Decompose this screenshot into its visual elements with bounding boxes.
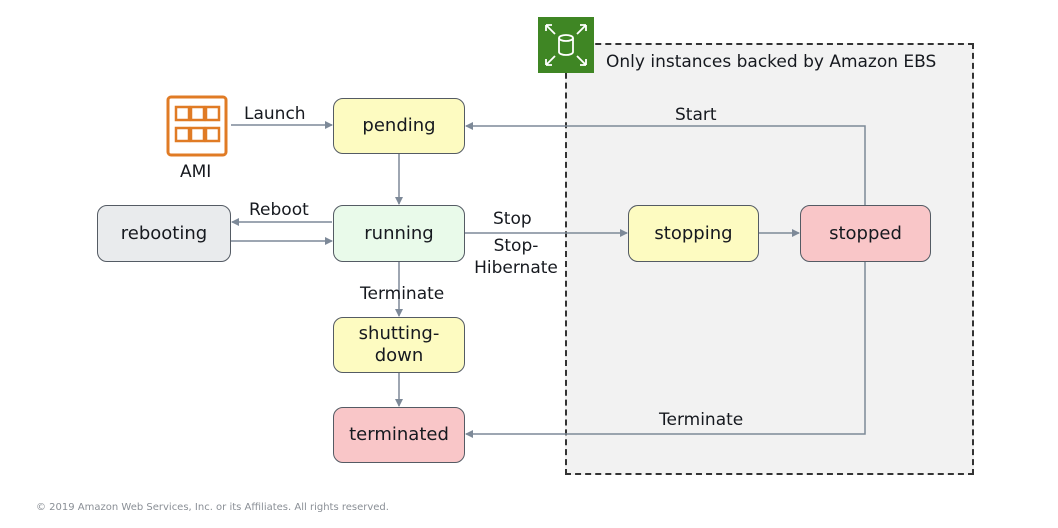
state-terminated: terminated xyxy=(333,407,465,463)
state-stopped: stopped xyxy=(800,205,931,262)
arrow-stopped-terminate xyxy=(465,262,866,438)
ami-label: AMI xyxy=(180,162,212,182)
label-reboot: Reboot xyxy=(249,200,309,220)
ebs-volume-icon xyxy=(538,17,594,73)
state-stopping: stopping xyxy=(628,205,759,262)
state-rebooting: rebooting xyxy=(97,205,231,262)
state-running-label: running xyxy=(364,222,434,244)
state-shutting-down-label: shutting- down xyxy=(358,323,440,366)
state-rebooting-label: rebooting xyxy=(120,222,208,244)
state-pending-label: pending xyxy=(362,115,436,136)
ami-icon xyxy=(166,95,228,157)
arrow-start xyxy=(465,122,866,205)
label-stop: Stop xyxy=(493,209,532,229)
copyright-footer: © 2019 Amazon Web Services, Inc. or its … xyxy=(36,502,389,513)
state-stopping-label: stopping xyxy=(654,222,733,244)
state-terminated-label: terminated xyxy=(349,424,449,445)
label-terminate-running: Terminate xyxy=(360,284,445,304)
state-running: running xyxy=(333,205,465,262)
state-stopped-label: stopped xyxy=(829,222,902,244)
label-start: Start xyxy=(675,105,717,125)
label-launch: Launch xyxy=(244,104,306,124)
label-stop-hibernate: Stop- Hibernate xyxy=(474,236,558,278)
ebs-region-title: Only instances backed by Amazon EBS xyxy=(606,52,937,72)
label-terminate-stopped: Terminate xyxy=(659,410,744,430)
state-shutting-down: shutting- down xyxy=(333,317,465,373)
state-pending: pending xyxy=(333,98,465,154)
